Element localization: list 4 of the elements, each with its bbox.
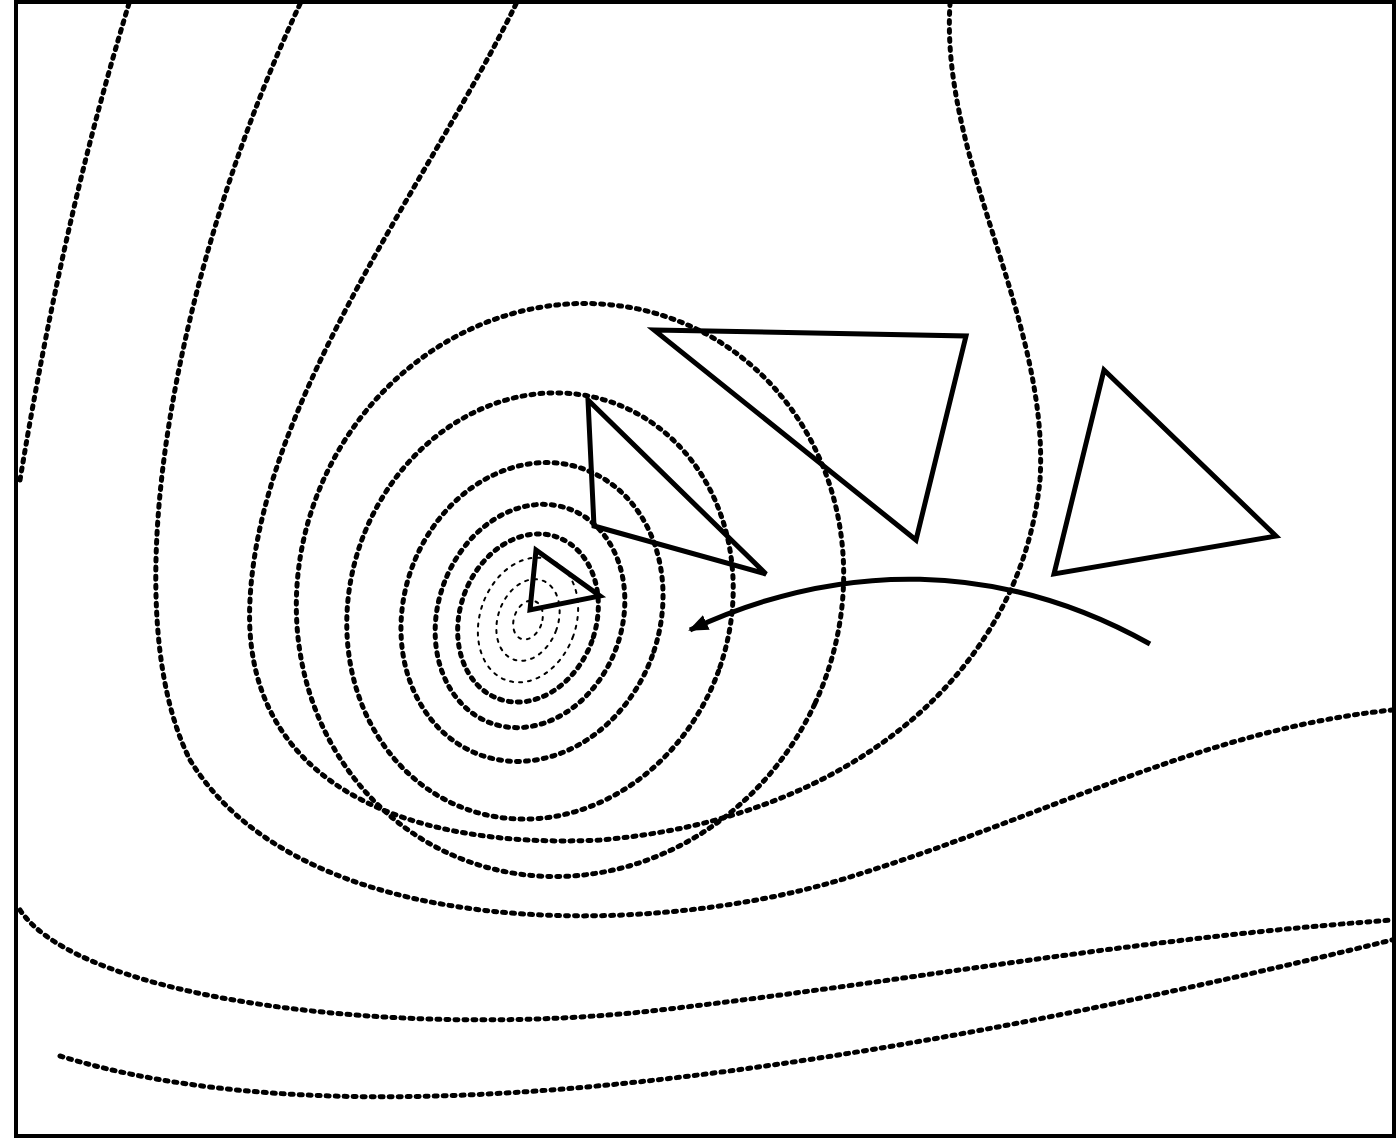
simplex-triangle <box>646 327 970 545</box>
simplex-triangle <box>585 393 769 577</box>
simplex-triangle <box>527 545 607 614</box>
simplex-triangle <box>1050 365 1282 578</box>
